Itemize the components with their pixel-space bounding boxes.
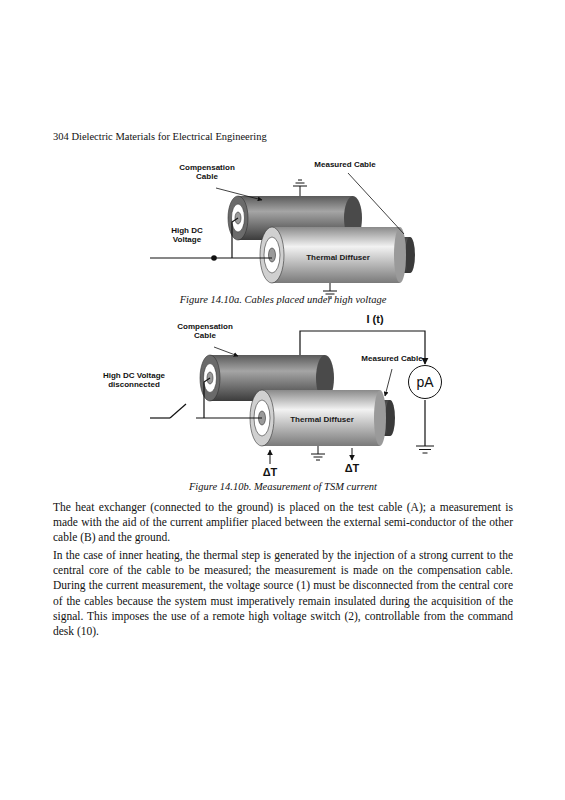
ground-symbol xyxy=(311,446,325,460)
leader-line xyxy=(214,347,238,356)
cable-end xyxy=(385,400,395,436)
figure-caption: Figure 14.10a. Cables placed under high … xyxy=(53,294,513,305)
node-text: Thermal Diffuser xyxy=(306,253,370,262)
hv-wire xyxy=(150,378,262,418)
leader-line xyxy=(348,173,404,234)
body-paragraph: The heat exchanger (connected to the gro… xyxy=(53,500,513,546)
part-name: High DC Voltage disconnected xyxy=(98,371,170,389)
delta-t-label: ΔT xyxy=(258,466,282,478)
junction-dot xyxy=(211,255,217,261)
figure-a xyxy=(150,173,415,297)
insulation xyxy=(264,237,280,273)
part-name: Measured Cable xyxy=(352,354,432,363)
figure-caption: Figure 14.10b. Measurement of TSM curren… xyxy=(53,481,513,492)
figure-b xyxy=(150,331,434,464)
signal-wire xyxy=(424,400,425,446)
node-text: pA xyxy=(416,374,433,390)
current-amplifier: pA xyxy=(408,365,442,399)
heat-arrow xyxy=(270,450,271,464)
body-paragraph: In the case of inner heating, the therma… xyxy=(53,548,513,639)
heat-arrow xyxy=(352,448,353,460)
part-name: Measured Cable xyxy=(300,160,390,169)
thermal-diffuser-label: Thermal Diffuser xyxy=(304,245,372,271)
signal-name: I (t) xyxy=(350,313,400,325)
cable-end xyxy=(374,390,386,446)
part-name: High DC Voltage xyxy=(162,226,212,244)
part-name: Compensation Cable xyxy=(172,163,242,181)
delta-t-label: ΔT xyxy=(340,462,364,474)
cable-face xyxy=(260,227,284,283)
hv-wire xyxy=(150,218,272,258)
running-header: 304 Dielectric Materials for Electrical … xyxy=(53,131,513,142)
thermal-diffuser-label: Thermal Diffuser xyxy=(288,407,356,433)
leader-line xyxy=(385,369,392,396)
cable-end xyxy=(405,237,415,273)
thermal-diffuser xyxy=(262,390,380,446)
ground-symbol xyxy=(416,446,434,453)
part-name: Compensation Cable xyxy=(170,322,240,340)
thermal-diffuser xyxy=(272,227,400,283)
node-text: Thermal Diffuser xyxy=(290,415,354,424)
ground-symbol xyxy=(293,180,307,196)
leader-line xyxy=(216,188,262,200)
core xyxy=(269,248,276,262)
cable-end xyxy=(394,227,406,283)
